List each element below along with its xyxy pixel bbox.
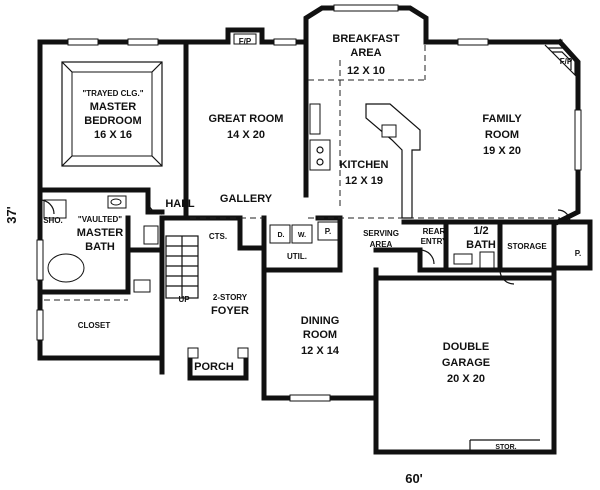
breakfast-label-2: AREA bbox=[350, 47, 381, 59]
hall-label: HALL bbox=[165, 198, 195, 210]
utility-label: UTIL. bbox=[287, 252, 307, 261]
interior-walls bbox=[37, 39, 557, 361]
kitchen-dim: 12 X 19 bbox=[345, 175, 383, 187]
master-label-1: MASTER bbox=[90, 101, 137, 113]
foyer-label-2: FOYER bbox=[211, 305, 249, 317]
family-label-2: ROOM bbox=[485, 129, 519, 141]
door-swings bbox=[39, 199, 571, 285]
half-bath-label-1: 1/2 bbox=[473, 225, 488, 237]
garage-label-1: DOUBLE bbox=[443, 341, 489, 353]
width-dimension: 60' bbox=[405, 471, 423, 486]
master-bath-note: "VAULTED" bbox=[78, 215, 122, 224]
dining-label-2: ROOM bbox=[303, 329, 337, 341]
breakfast-label-1: BREAKFAST bbox=[332, 33, 400, 45]
master-dim: 16 X 16 bbox=[94, 129, 132, 141]
foyer-label-1: 2-STORY bbox=[213, 293, 248, 302]
dishwasher-label: D. bbox=[278, 232, 285, 239]
master-bath-label-2: BATH bbox=[85, 241, 115, 253]
rear-entry-label-2: ENTRY bbox=[421, 237, 448, 246]
depth-dimension: 37' bbox=[4, 206, 19, 224]
washer-label: W. bbox=[298, 232, 306, 239]
side-storage bbox=[555, 219, 593, 271]
staircase bbox=[165, 235, 199, 299]
side-p-label: P. bbox=[575, 249, 582, 258]
pantry-label: P. bbox=[325, 227, 332, 236]
porch-label: PORCH bbox=[194, 361, 234, 373]
fireplace-family bbox=[544, 44, 579, 79]
windows bbox=[36, 4, 582, 402]
shower-label: SHO. bbox=[43, 216, 63, 225]
closets-label: CTS. bbox=[209, 232, 227, 241]
kitchen-counter bbox=[309, 103, 421, 219]
serving-label-1: SERVING bbox=[363, 229, 399, 238]
master-bath-label-1: MASTER bbox=[77, 227, 124, 239]
great-room-dim: 14 X 20 bbox=[227, 129, 265, 141]
trayed-ceiling bbox=[61, 61, 163, 167]
family-label-1: FAMILY bbox=[482, 113, 522, 125]
porch bbox=[187, 347, 249, 381]
half-bath-label-2: BATH bbox=[466, 239, 496, 251]
closet-label: CLOSET bbox=[78, 321, 111, 330]
dashed-outlines bbox=[44, 45, 560, 301]
gallery-label: GALLERY bbox=[220, 193, 273, 205]
family-dim: 19 X 20 bbox=[483, 145, 521, 157]
room-labels: BREAKFAST AREA 12 X 10 F/P F/P "TRAYED C… bbox=[43, 33, 581, 451]
fireplace-top-label: F/P bbox=[239, 37, 252, 46]
fireplace-top bbox=[225, 27, 265, 45]
storage-label: STORAGE bbox=[507, 242, 547, 251]
master-note: "TRAYED CLG." bbox=[82, 89, 143, 98]
stor-label: STOR. bbox=[495, 444, 516, 451]
stairs-up-label: UP bbox=[178, 295, 190, 304]
dining-label-1: DINING bbox=[301, 315, 340, 327]
garage-storage bbox=[469, 439, 540, 452]
kitchen-label: KITCHEN bbox=[340, 159, 389, 171]
master-label-2: BEDROOM bbox=[84, 115, 141, 127]
breakfast-dim: 12 X 10 bbox=[347, 65, 385, 77]
garage-label-2: GARAGE bbox=[442, 357, 490, 369]
serving-label-2: AREA bbox=[370, 240, 393, 249]
great-room-label: GREAT ROOM bbox=[209, 113, 284, 125]
garage-dim: 20 X 20 bbox=[447, 373, 485, 385]
dining-dim: 12 X 14 bbox=[301, 345, 340, 357]
overall-dimensions: 60' 37' bbox=[4, 206, 423, 486]
rear-entry-label-1: REAR bbox=[423, 227, 446, 236]
fireplace-family-label: F/P bbox=[560, 57, 573, 66]
laundry bbox=[269, 221, 339, 244]
